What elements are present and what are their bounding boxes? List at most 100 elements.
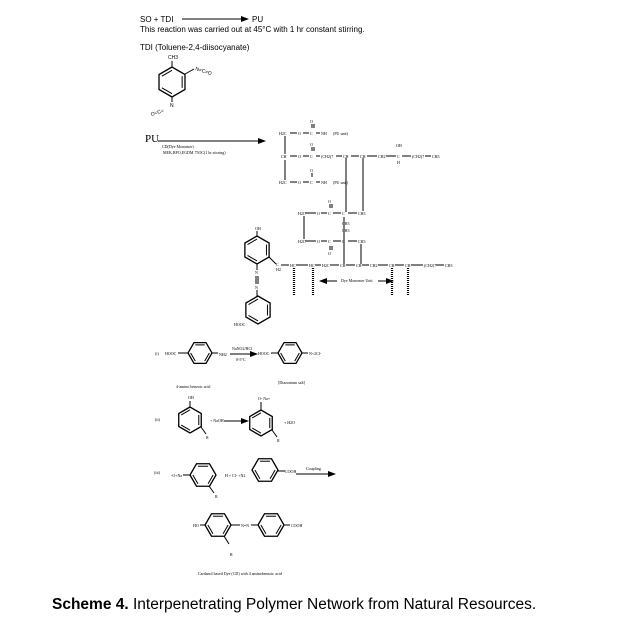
double-bond — [192, 474, 199, 485]
atom: C — [328, 239, 331, 244]
nh2: NH2 — [219, 352, 227, 357]
bond — [208, 485, 215, 494]
atom: O — [310, 142, 313, 147]
dye-oh: OH — [255, 226, 261, 231]
polymer-structure: H2C O C O NH (PU unit) CH O C O (CH2)7 C… — [234, 119, 453, 327]
equation-right: PU — [252, 15, 263, 24]
double-bond — [207, 474, 214, 485]
atom: C — [276, 262, 279, 267]
atom: O — [317, 211, 320, 216]
pu-reactant: PU — [145, 133, 159, 145]
bond — [271, 429, 278, 438]
atom: CH — [356, 263, 362, 268]
cooh: COOH — [291, 523, 302, 528]
azo-n: N — [255, 270, 258, 275]
atom: C — [310, 154, 313, 159]
atom: C — [328, 211, 331, 216]
reagent-line-2: MEK,BPO,EGDM 75OC(1 hr stirring) — [163, 150, 226, 156]
phenoxide: O- Na+ — [258, 396, 271, 401]
atom: CH3 — [358, 211, 366, 216]
double-bond — [260, 524, 267, 535]
compound-name: 4-amino benzoic acid — [176, 384, 210, 389]
atom: H — [397, 160, 400, 165]
atom: H2C — [279, 180, 287, 185]
scheme-i: (i) HOOC NH2 NaNO2/HCl 0-5°C HOOC N+2Cl-… — [155, 341, 322, 389]
atom: H2C — [298, 239, 306, 244]
atom: CH — [340, 263, 346, 268]
ring-outline — [249, 409, 273, 437]
atom: OH — [396, 143, 402, 148]
double-bond — [248, 298, 259, 305]
atom: CH — [343, 154, 349, 159]
atom: O — [298, 180, 301, 185]
oh: OH — [188, 395, 194, 400]
atom: O — [328, 199, 331, 204]
atom: CH — [281, 154, 287, 159]
ho: HO — [193, 523, 199, 528]
atom: H2C — [279, 131, 287, 136]
benzene-ring — [187, 341, 213, 365]
benzene-ring — [189, 463, 217, 487]
double-bond — [280, 352, 286, 362]
reaction-1: SO + TDI PU This reaction was carried ou… — [140, 15, 365, 118]
r-group: R — [206, 435, 209, 440]
double-bond — [222, 524, 229, 535]
dye-monomer-unit-label: Dye Monomer Unit — [341, 278, 373, 283]
atom: NH — [321, 131, 327, 136]
atom: CH2 — [370, 263, 378, 268]
tdi-label: TDI (Toluene-2,4-diisocyanate) — [140, 43, 250, 52]
bond — [268, 256, 277, 265]
phenoxide: -O+Na — [171, 473, 182, 478]
step-label: (ii) — [155, 417, 161, 422]
atom: CH3 — [445, 263, 453, 268]
tdi-benzene-ring — [158, 66, 186, 98]
benzene-ring — [251, 458, 279, 482]
diazonium-group: N+2Cl- — [309, 351, 322, 356]
atom: C — [342, 211, 345, 216]
atom: (CH2)7 — [424, 263, 436, 268]
double-bond — [247, 238, 258, 245]
atom: H2C — [322, 263, 330, 268]
benzene-ring — [204, 513, 232, 537]
atom: H2C — [298, 211, 306, 216]
atom: C — [310, 131, 313, 136]
atom: CH — [360, 154, 366, 159]
bonds — [281, 124, 444, 296]
ring-outline — [189, 463, 217, 487]
reagent: + NaOH — [210, 418, 224, 423]
caption-label: Scheme 4. — [52, 596, 129, 613]
ring-outline — [251, 458, 279, 482]
azo-group: N=N — [241, 523, 249, 528]
step-label: (iii) — [154, 470, 161, 475]
atom: CH3 — [358, 239, 366, 244]
atom: O — [310, 119, 313, 124]
ring-outline — [277, 341, 303, 365]
r-group: R — [230, 552, 233, 557]
tdi-ch3: CH3 — [168, 55, 178, 61]
double-bond — [254, 469, 261, 480]
figure-caption: Scheme 4. Interpenetrating Polymer Netwo… — [52, 596, 536, 614]
atom: (PU unit) — [333, 180, 349, 185]
product-name: Cardanol based Dye (CD) with 4 aminobenz… — [198, 571, 282, 576]
atom: CH2 — [378, 154, 386, 159]
double-bond — [180, 409, 191, 416]
double-bond — [207, 524, 214, 535]
double-bond — [204, 352, 210, 362]
tdi-n-lower: N — [170, 103, 174, 109]
reaction-condition: This reaction was carried out at 45°C wi… — [140, 25, 365, 34]
atom: CH3 — [432, 154, 440, 159]
atom: O — [328, 251, 331, 256]
atom: CH — [405, 263, 411, 268]
atom: C — [397, 154, 400, 159]
diazonium-reactant: H + Cl- +N2 — [225, 473, 245, 478]
compound-name: [Diazonium salt] — [278, 380, 306, 385]
atom: O — [298, 131, 301, 136]
caption-text: Interpenetrating Polymer Network from Na… — [128, 596, 537, 613]
bond — [223, 535, 230, 545]
r-group: R — [215, 494, 218, 499]
double-bond — [269, 469, 276, 480]
double-bond — [247, 255, 258, 262]
atom: HC — [290, 263, 296, 268]
atom: (PU unit) — [333, 131, 349, 136]
double-bond — [161, 87, 173, 95]
